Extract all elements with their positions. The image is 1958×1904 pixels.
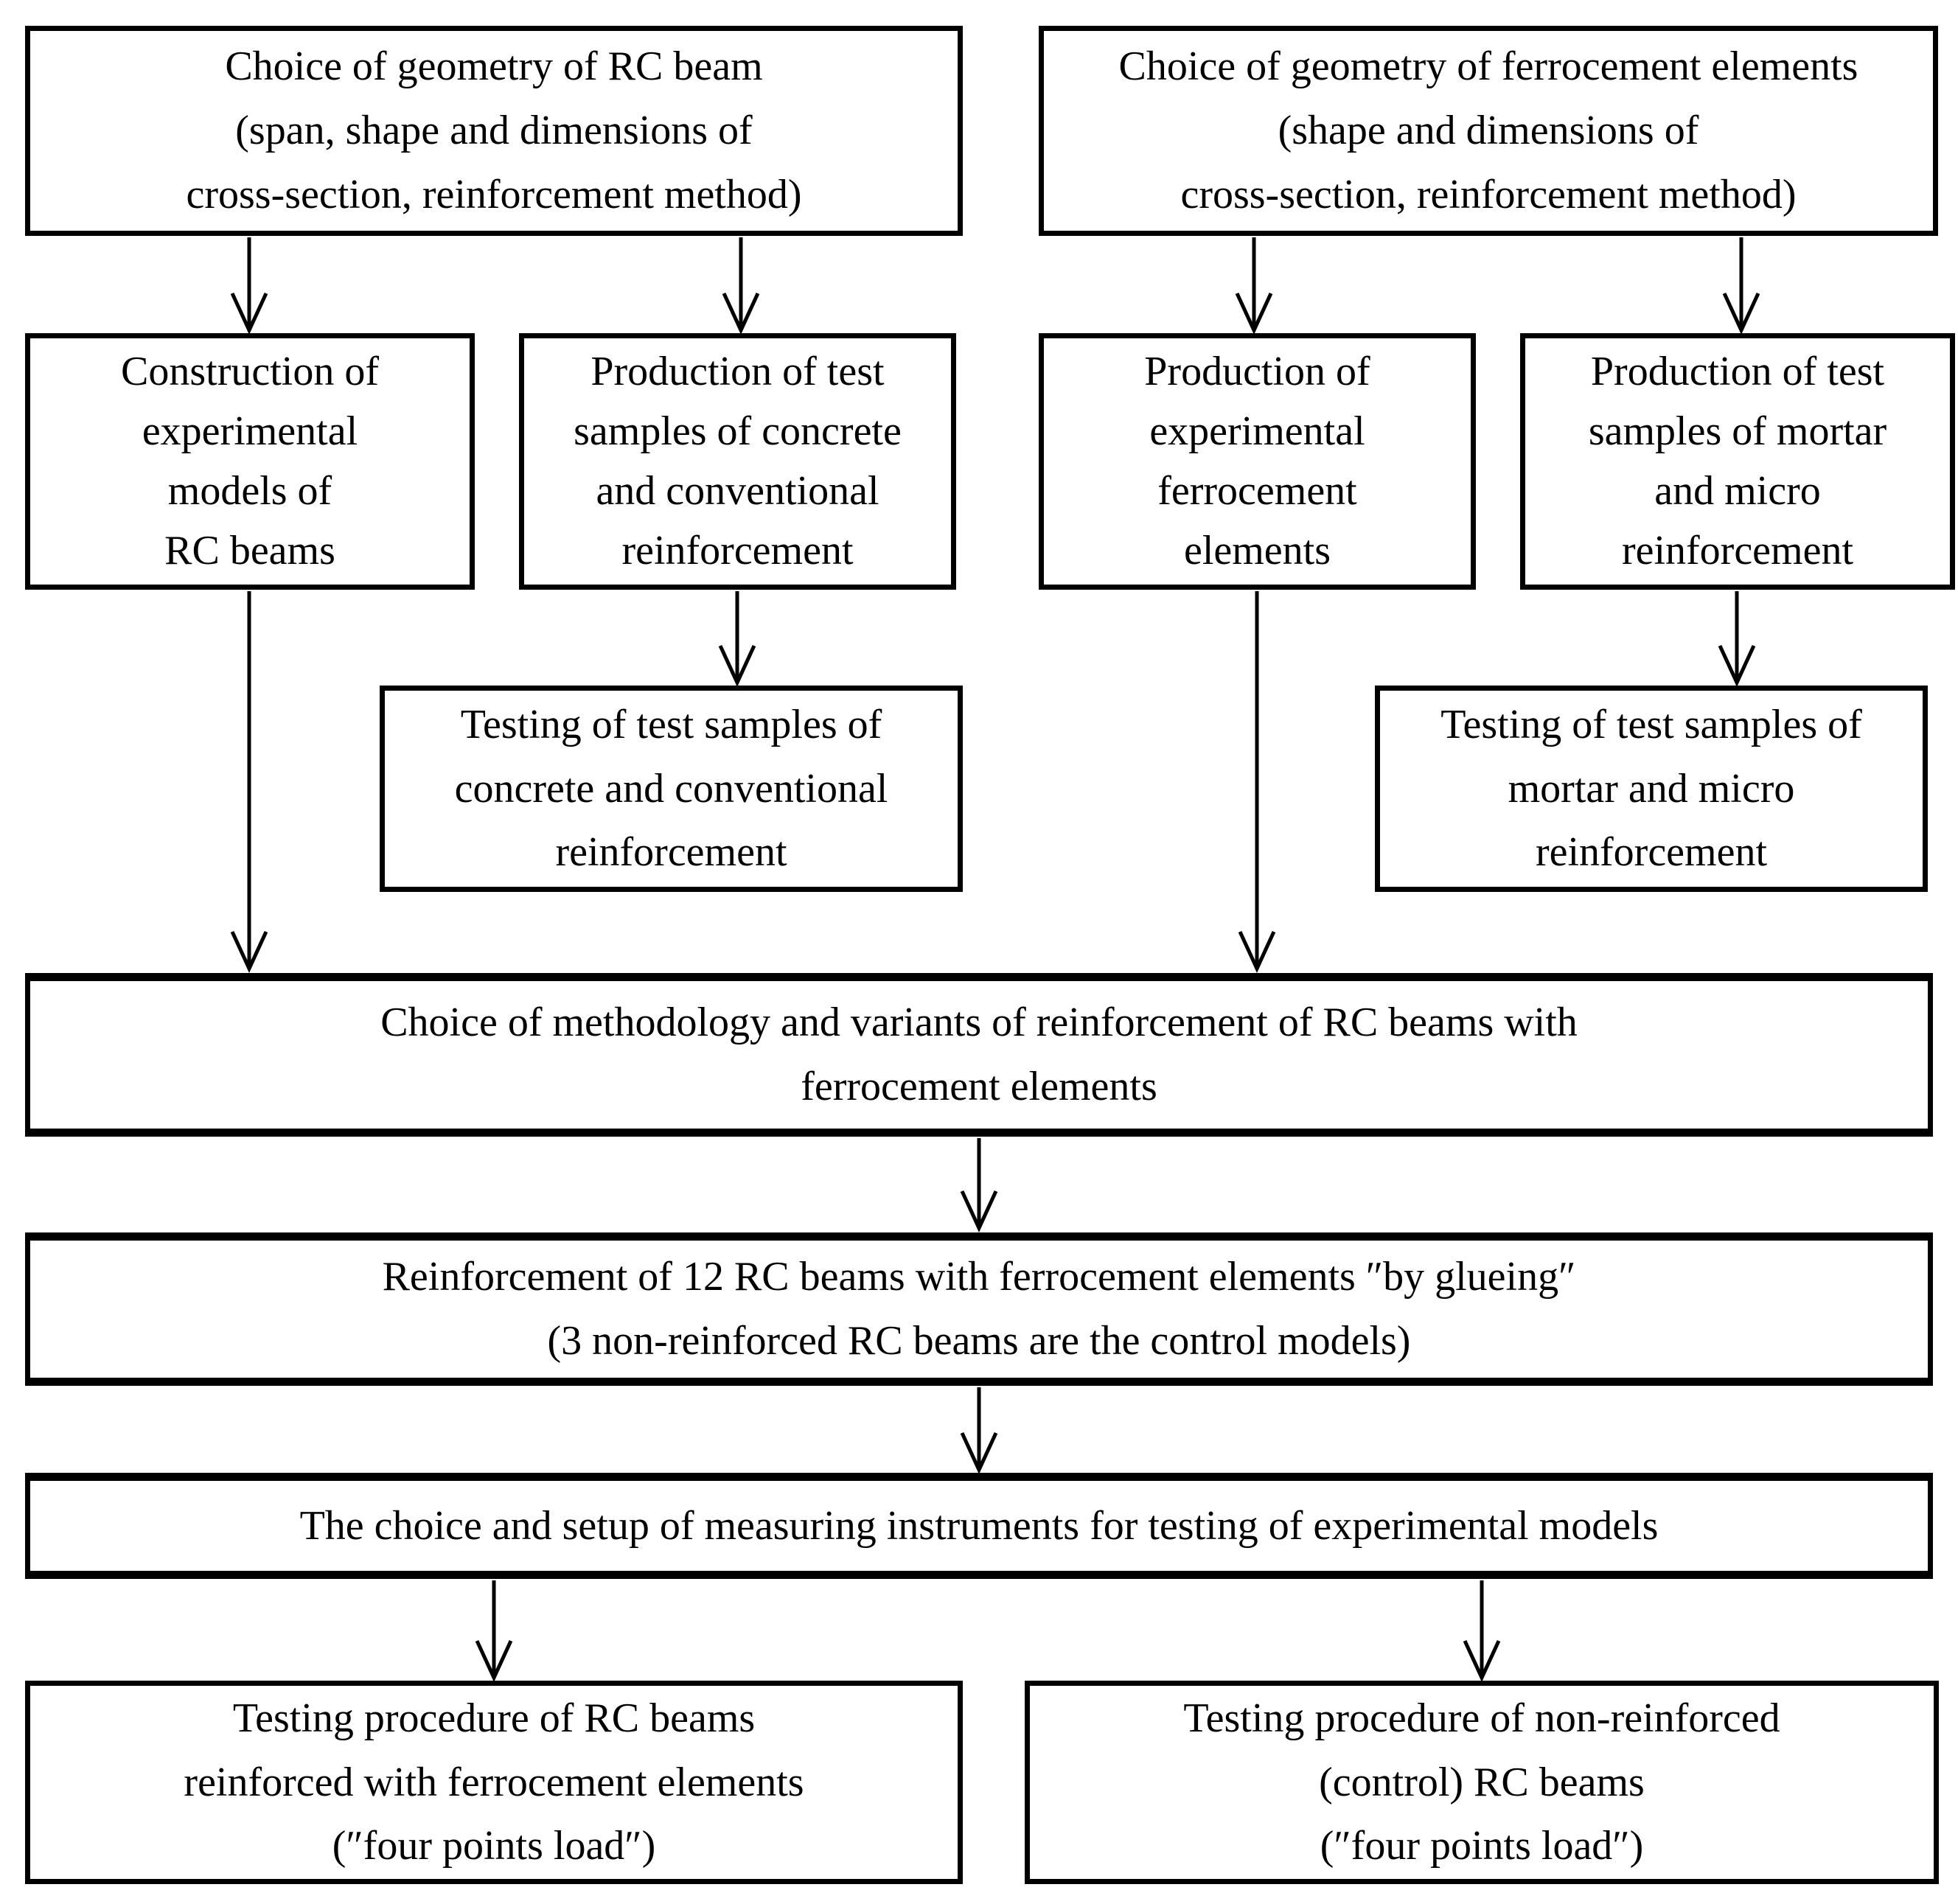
arrow-ferro-production-to-methodology [1238, 591, 1276, 973]
arrow-construction-to-methodology [230, 591, 268, 973]
arrow-rc-geometry-to-construction [230, 237, 268, 335]
arrow-mortar-samples-to-testing [1718, 591, 1756, 687]
box-ferrocement-production: Production of experimental ferrocement e… [1039, 333, 1476, 590]
box-mortar-samples-production: Production of test samples of mortar and… [1520, 333, 1955, 590]
arrow-concrete-samples-to-testing [718, 591, 756, 687]
box-reinforcement-12-beams: Reinforcement of 12 RC beams with ferroc… [25, 1232, 1933, 1386]
arrow-ferro-geometry-to-ferro-production [1235, 237, 1273, 335]
box-concrete-samples-testing: Testing of test samples of concrete and … [380, 686, 963, 892]
arrow-instruments-to-testing-reinforced [475, 1580, 513, 1682]
arrow-ferro-geometry-to-mortar-samples [1722, 237, 1760, 335]
arrow-rc-geometry-to-concrete-samples [722, 237, 760, 335]
box-testing-reinforced-beams: Testing procedure of RC beams reinforced… [25, 1681, 963, 1884]
box-ferrocement-geometry: Choice of geometry of ferrocement elemen… [1039, 26, 1938, 236]
box-mortar-samples-testing: Testing of test samples of mortar and mi… [1375, 686, 1928, 892]
arrow-methodology-to-reinforcement [960, 1138, 998, 1232]
arrow-reinforcement-to-instruments [960, 1387, 998, 1474]
box-methodology-choice: Choice of methodology and variants of re… [25, 973, 1933, 1137]
box-measuring-instruments: The choice and setup of measuring instru… [25, 1473, 1933, 1579]
box-rc-geometry: Choice of geometry of RC beam (span, sha… [25, 26, 963, 236]
arrow-instruments-to-testing-control [1463, 1580, 1501, 1682]
box-concrete-samples-production: Production of test samples of concrete a… [519, 333, 956, 590]
box-testing-control-beams: Testing procedure of non-reinforced (con… [1025, 1681, 1939, 1884]
box-construction-models: Construction of experimental models of R… [25, 333, 475, 590]
